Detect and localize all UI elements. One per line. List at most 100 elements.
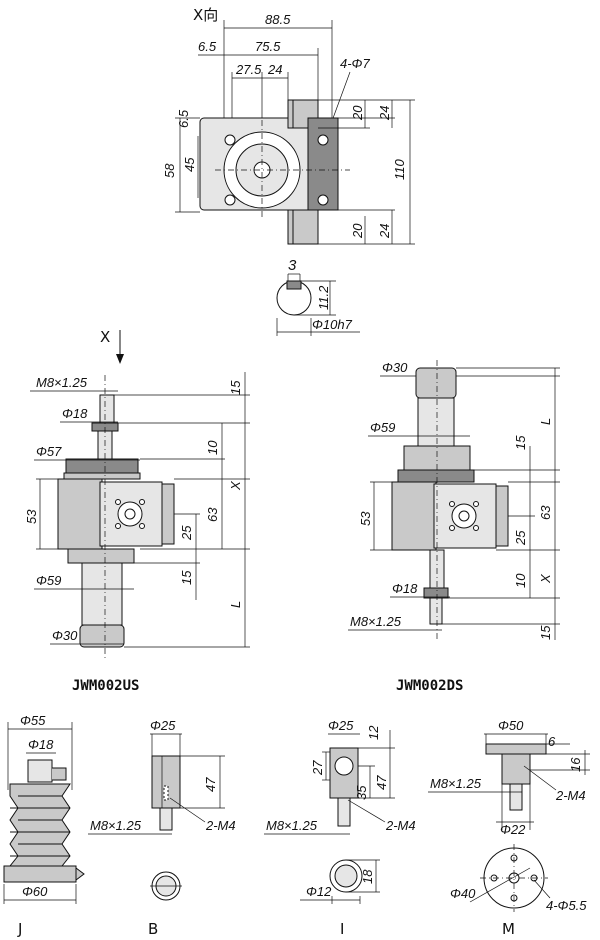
holes-4-phi7: 4-Φ7 (340, 56, 370, 71)
dim-27-5: 27.5 (235, 62, 262, 77)
dim-18-i: 18 (360, 869, 375, 884)
end-type-m: Φ50 6 16 M8×1.25 2-M4 Φ22 Φ40 4-Φ5.5 M (428, 718, 590, 938)
dim-58: 58 (162, 163, 177, 178)
label-i: I (340, 920, 344, 938)
dim-24: 24 (267, 62, 282, 77)
us-view: X M8×1.25 Φ18 Φ57 53 Φ59 Φ30 (24, 328, 250, 694)
dim-6-5-left: 6.5 (176, 109, 191, 128)
dim-phi57: Φ57 (36, 444, 62, 459)
end-type-j: Φ55 Φ18 Φ60 J (3, 713, 85, 938)
dim-m8-m: M8×1.25 (430, 776, 482, 791)
dim-25: 25 (179, 525, 194, 541)
dim-53: 53 (24, 509, 39, 524)
dim-phi25-i: Φ25 (328, 718, 354, 733)
protective-tube (81, 562, 123, 626)
dim-10-ds: 10 (513, 573, 528, 588)
dim-phi18: Φ18 (62, 406, 88, 421)
dim-phi30-ds: Φ30 (382, 360, 408, 375)
dim-47-b: 47 (203, 777, 218, 792)
model-label-ds: JWM002DS (396, 678, 463, 694)
dim-20-bottom: 20 (350, 223, 365, 239)
tube-cap (79, 624, 125, 648)
dim-m8-thread: M8×1.25 (36, 375, 88, 390)
dim-63: 63 (205, 507, 220, 522)
dim-phi60: Φ60 (22, 884, 48, 899)
dim-24-top: 24 (377, 106, 392, 121)
dim-88-5: 88.5 (265, 12, 291, 27)
dim-15-ds-bottom: 15 (538, 625, 553, 640)
dim-x: X (228, 480, 243, 491)
ds-housing-body (391, 481, 437, 551)
dim-L-ds: L (538, 418, 553, 425)
model-label-us: JWM002US (72, 678, 139, 694)
dim-53-ds: 53 (358, 511, 373, 526)
dim-75-5: 75.5 (255, 39, 281, 54)
dim-phi18-j: Φ18 (28, 737, 54, 752)
dim-25-ds: 25 (513, 530, 528, 546)
m-hub (501, 753, 531, 785)
ds-screw-thread (429, 597, 443, 625)
dim-45: 45 (182, 157, 197, 172)
dim-6-m: 6 (548, 734, 556, 749)
b-thread (159, 807, 173, 831)
dim-110: 110 (392, 159, 407, 180)
dim-63-ds: 63 (538, 505, 553, 520)
dim-phi40: Φ40 (450, 886, 476, 901)
m-thread (509, 783, 523, 811)
dim-24-bottom: 24 (377, 224, 392, 239)
j-screw-top (27, 759, 53, 783)
dim-phi55: Φ55 (20, 713, 46, 728)
dim-27-i: 27 (310, 760, 325, 776)
screws-2-m4-b: 2-M4 (205, 818, 236, 833)
dim-phi12-i: Φ12 (306, 884, 332, 899)
dim-35-i: 35 (354, 785, 369, 800)
dim-15-bottom: 15 (179, 570, 194, 585)
flange-plate (65, 458, 139, 474)
dim-16-m: 16 (568, 757, 583, 772)
end-type-b: Φ25 47 M8×1.25 2-M4 B (88, 718, 236, 938)
dim-phi30: Φ30 (52, 628, 78, 643)
dim-phi50: Φ50 (498, 718, 524, 733)
end-type-i: Φ25 12 27 35 47 M8×1.25 2-M4 18 Φ12 I (264, 718, 416, 938)
screw-thread-top (99, 394, 115, 424)
top-view: X向 88.5 6.5 75.5 27.5 24 4-Φ7 (162, 6, 415, 245)
m-flange (485, 743, 547, 755)
dim-10: 10 (205, 440, 220, 455)
label-m: M (502, 920, 515, 938)
ds-view: Φ30 Φ59 53 Φ18 M8×1.25 (348, 360, 560, 694)
x-arrow-icon (116, 354, 124, 364)
screws-2-m4-i: 2-M4 (385, 818, 416, 833)
dim-phi18-ds: Φ18 (392, 581, 418, 596)
dim-m8-i: M8×1.25 (266, 818, 318, 833)
dim-12-i: 12 (366, 725, 381, 740)
dim-15-top: 15 (228, 380, 243, 395)
j-base (3, 865, 77, 883)
i-eye-hole (334, 756, 354, 776)
dim-phi59-ds: Φ59 (370, 420, 395, 435)
dim-m8-b: M8×1.25 (90, 818, 142, 833)
label-j: J (17, 920, 22, 938)
dim-20-top: 20 (350, 105, 365, 121)
dim-L: L (228, 601, 243, 608)
shaft-section: 3 11.2 Φ10h7 (276, 257, 360, 336)
dim-m8-thread-ds: M8×1.25 (350, 614, 402, 629)
label-b: B (148, 920, 158, 938)
dim-47-i: 47 (374, 775, 389, 790)
dim-x-ds: X (538, 573, 553, 584)
dim-phi25-b: Φ25 (150, 718, 176, 733)
dim-15-ds-top: 15 (513, 435, 528, 450)
ds-tube-cap (415, 367, 457, 399)
dim-11-2: 11.2 (316, 285, 331, 310)
housing-body (57, 478, 103, 550)
bellows (8, 783, 71, 867)
keyway (286, 280, 302, 290)
ds-protective-tube (417, 397, 455, 447)
ds-flange (397, 469, 475, 483)
dim-3: 3 (288, 257, 297, 274)
x-arrow-label: X (100, 328, 110, 346)
dim-6-5: 6.5 (198, 39, 217, 54)
screws-2-m4-m: 2-M4 (555, 788, 586, 803)
dim-phi10h7: Φ10h7 (312, 317, 353, 332)
